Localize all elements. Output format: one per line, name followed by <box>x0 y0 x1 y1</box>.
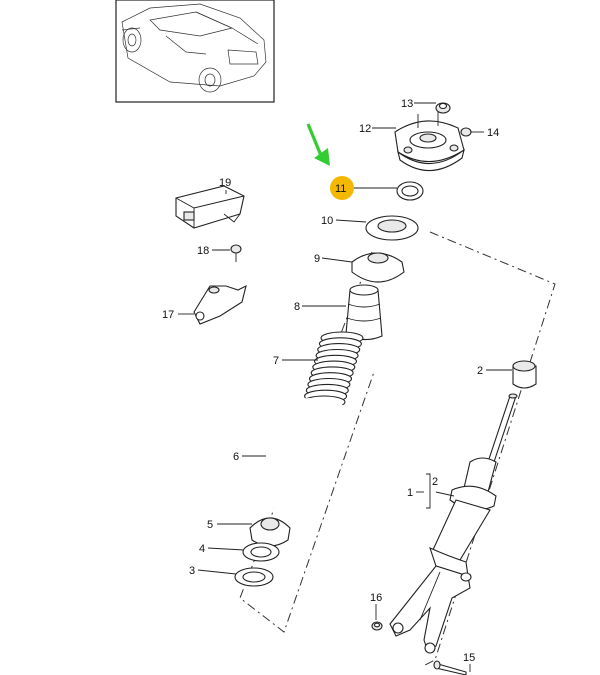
callout-5[interactable]: 5 <box>207 519 213 531</box>
callout-2[interactable]: 2 <box>477 365 483 377</box>
callout-4[interactable]: 4 <box>199 543 205 555</box>
vehicle-thumbnail <box>115 0 275 103</box>
part-12-top-mount <box>394 112 465 172</box>
callout-16[interactable]: 16 <box>370 592 382 604</box>
part-14-nut <box>460 127 472 137</box>
part-13-nut <box>435 102 451 114</box>
callout-14[interactable]: 14 <box>487 127 499 139</box>
callout-3[interactable]: 3 <box>189 565 195 577</box>
callout-11[interactable]: 11 <box>335 183 346 195</box>
highlight-circle <box>330 176 354 200</box>
callout-17[interactable]: 17 <box>162 309 174 321</box>
callout-1[interactable]: 1 <box>407 487 413 499</box>
callout-2-sub[interactable]: 2 <box>432 476 438 488</box>
part-19-control-module <box>175 185 245 229</box>
part-11-ring <box>396 181 424 201</box>
part-4-washer <box>242 542 280 562</box>
callout-labels: 13 12 14 11 10 9 8 7 6 5 4 3 2 1 2 16 15… <box>162 98 499 664</box>
part-1-shock-absorber <box>389 393 518 654</box>
callout-15[interactable]: 15 <box>463 652 475 664</box>
part-18-bolt <box>230 244 242 262</box>
part-2-bushing <box>512 360 537 389</box>
callout-19[interactable]: 19 <box>219 177 231 189</box>
callout-10[interactable]: 10 <box>321 215 333 227</box>
car-outline-icon <box>121 3 267 93</box>
callout-6[interactable]: 6 <box>233 451 239 463</box>
part-16-nut <box>371 621 383 631</box>
callout-7[interactable]: 7 <box>273 355 279 367</box>
part-5-lower-seat <box>249 517 291 547</box>
callout-12[interactable]: 12 <box>359 123 371 135</box>
part-3-washer <box>234 567 274 587</box>
part-8-bump-stop <box>345 284 383 341</box>
callout-18[interactable]: 18 <box>197 245 209 257</box>
spring-coil-highlight <box>253 482 323 510</box>
part-6-coil-spring <box>253 398 347 510</box>
part-17-sensor-bracket <box>193 284 247 325</box>
part-10-spring-seat <box>365 215 419 241</box>
callout-8[interactable]: 8 <box>294 301 300 313</box>
callout-13[interactable]: 13 <box>401 98 413 110</box>
part-7-dust-boot <box>302 331 364 409</box>
callout-9[interactable]: 9 <box>314 253 320 265</box>
green-pointer-arrow-icon <box>306 123 330 166</box>
part-15-bolt <box>433 660 467 675</box>
part-9-upper-seat <box>351 252 405 283</box>
callout-leaders <box>178 102 512 672</box>
